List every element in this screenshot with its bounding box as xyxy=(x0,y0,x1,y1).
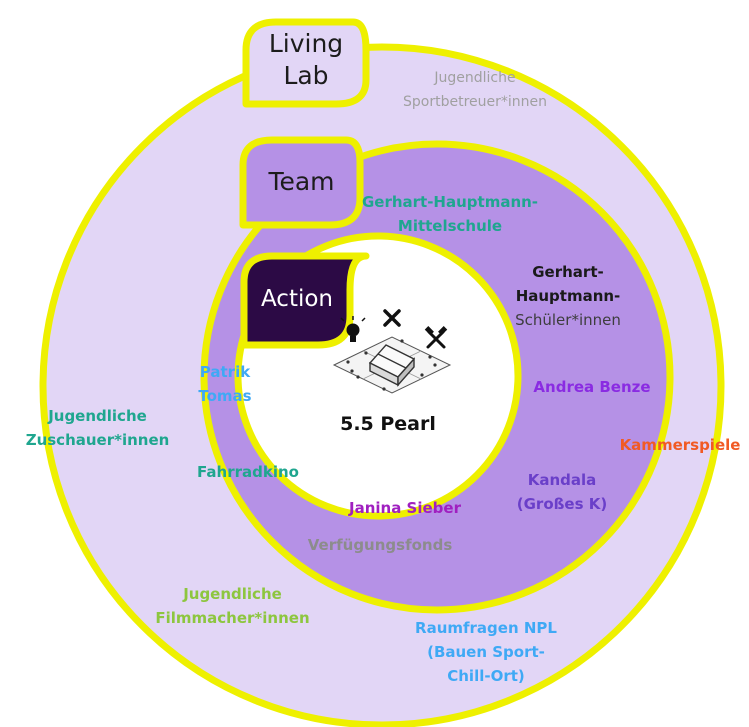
label-kammerspiele: Kammerspiele xyxy=(611,433,749,457)
label-jugendliche-filmmacher: Jugendliche Filmmacher*innen xyxy=(130,582,335,630)
label-line: Patrik xyxy=(199,363,251,381)
label-line: Tomas xyxy=(198,387,252,405)
label-andrea-benze: Andrea Benze xyxy=(522,375,662,399)
living-lab-line-2: Lab xyxy=(283,61,329,90)
label-jugendliche-zuschauer: Jugendliche Zuschauer*innen xyxy=(0,404,195,452)
label-fahrradkino: Fahrradkino xyxy=(188,460,308,484)
center-title: 5.5 Pearl xyxy=(340,413,436,435)
hammer-pick-icon xyxy=(424,326,448,349)
label-line: Mittelschule xyxy=(397,217,503,235)
label-line: Gerhart-Hauptmann- xyxy=(361,193,539,211)
label-line: Filmmacher*innen xyxy=(155,609,310,627)
label-line: Janina Sieber xyxy=(349,499,461,517)
tools-cross-icon xyxy=(383,309,401,327)
label-line: (Großes K) xyxy=(516,495,608,513)
label-line: Zuschauer*innen xyxy=(25,431,170,449)
living-lab-tab-label: Living Lab xyxy=(246,28,366,92)
label-line: Hauptmann- xyxy=(515,287,621,305)
lightbulb-icon xyxy=(340,316,366,342)
living-lab-tab-shape xyxy=(242,18,370,108)
label-line: Jugendliche xyxy=(183,585,282,603)
action-label: Action xyxy=(260,286,334,312)
team-tab-shape xyxy=(239,136,364,229)
label-line: Verfügungsfonds xyxy=(307,536,453,554)
action-tab-shape xyxy=(240,252,370,349)
living-lab-line-1: Living xyxy=(268,29,344,58)
label-line: Gerhart- xyxy=(532,263,604,281)
team-tab-label: Team xyxy=(243,166,360,198)
label-line: Kammerspiele xyxy=(619,436,741,454)
label-line: Andrea Benze xyxy=(533,378,651,396)
team-label: Team xyxy=(268,167,335,196)
label-raumfragen: Raumfragen NPL (Bauen Sport- Chill-Ort) xyxy=(396,616,576,688)
label-line: Schüler*innen xyxy=(515,311,621,329)
label-line: Kandala xyxy=(527,471,597,489)
label-line: (Bauen Sport- xyxy=(427,643,545,661)
label-line: Jugendliche xyxy=(48,407,147,425)
label-gerhart-schueler: Gerhart- Hauptmann- Schüler*innen xyxy=(498,260,638,332)
house-plan-icon xyxy=(332,336,452,394)
label-line: Chill-Ort) xyxy=(447,667,525,685)
label-kandala: Kandala (Großes K) xyxy=(497,468,627,516)
label-jugendliche-sportbetreuer: Jugendliche Sportbetreuer*innen xyxy=(380,66,570,114)
label-verfuegungsfonds: Verfügungsfonds xyxy=(290,533,470,557)
label-line: Jugendliche xyxy=(434,70,516,86)
label-line: Sportbetreuer*innen xyxy=(403,94,547,110)
label-line: Raumfragen NPL xyxy=(415,619,557,637)
label-janina-sieber: Janina Sieber xyxy=(335,496,475,520)
action-tab-label: Action xyxy=(244,283,350,315)
label-gerhart-mittelschule: Gerhart-Hauptmann- Mittelschule xyxy=(345,190,555,238)
label-patrik-tomas: Patrik Tomas xyxy=(175,360,275,408)
label-line: Fahrradkino xyxy=(197,463,299,481)
